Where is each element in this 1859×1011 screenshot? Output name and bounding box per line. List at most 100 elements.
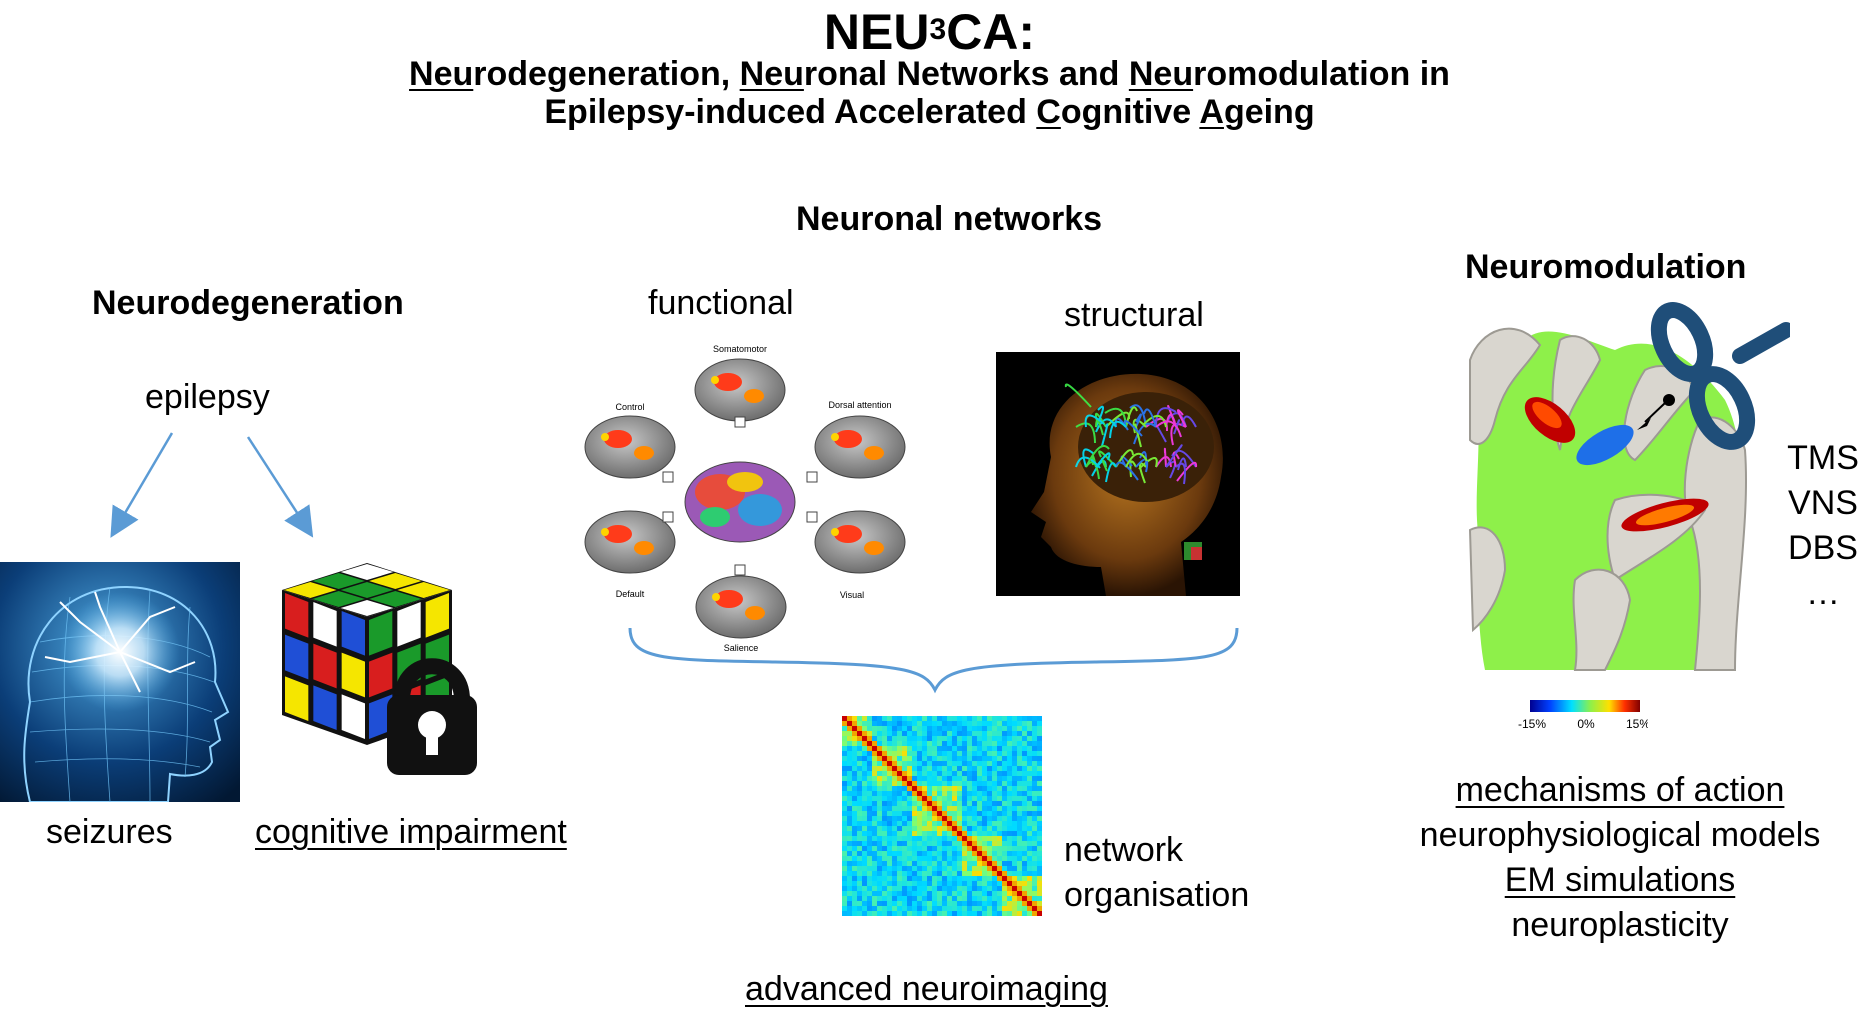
matrix-cell (947, 766, 953, 772)
matrix-cell (842, 751, 848, 757)
matrix-cell (1022, 876, 1028, 882)
matrix-cell (852, 896, 858, 902)
matrix-cell (922, 901, 928, 907)
matrix-cell (992, 831, 998, 837)
neuromodulation-topic-3: neuroplasticity (1511, 906, 1729, 944)
matrix-cell (937, 751, 943, 757)
matrix-cell (942, 771, 948, 777)
matrix-cell (922, 761, 928, 767)
matrix-cell (842, 801, 848, 807)
matrix-cell (877, 716, 883, 722)
matrix-cell (892, 826, 898, 832)
matrix-cell (987, 846, 993, 852)
matrix-cell (957, 721, 963, 727)
matrix-cell (862, 786, 868, 792)
scale-mid: 0% (1577, 717, 1595, 731)
matrix-cell (1037, 851, 1042, 857)
matrix-cell (952, 911, 958, 916)
matrix-cell (957, 866, 963, 872)
matrix-cell (987, 756, 993, 762)
matrix-cell (982, 741, 988, 747)
matrix-cell (992, 836, 998, 842)
matrix-cell (917, 766, 923, 772)
matrix-cell (962, 811, 968, 817)
matrix-cell (882, 841, 888, 847)
matrix-cell (987, 811, 993, 817)
matrix-cell (967, 816, 973, 822)
matrix-cell (917, 776, 923, 782)
matrix-cell (877, 786, 883, 792)
matrix-cell (957, 801, 963, 807)
matrix-cell (842, 851, 848, 857)
matrix-cell (842, 761, 848, 767)
matrix-cell (937, 756, 943, 762)
matrix-cell (847, 816, 853, 822)
matrix-cell (947, 881, 953, 887)
matrix-cell (872, 861, 878, 867)
matrix-cell (922, 856, 928, 862)
matrix-cell (842, 846, 848, 852)
rsn-label-somatomotor: Somatomotor (713, 344, 767, 354)
matrix-cell (967, 876, 973, 882)
matrix-cell (847, 731, 853, 737)
matrix-cell (937, 876, 943, 882)
matrix-cell (877, 911, 883, 916)
matrix-cell (862, 721, 868, 727)
matrix-cell (887, 906, 893, 912)
matrix-cell (847, 861, 853, 867)
fiber-tract (1123, 420, 1143, 437)
neuromodulation-topic-2[interactable]: EM simulations (1504, 861, 1736, 899)
neuromodulation-topic-0[interactable]: mechanisms of action (1455, 771, 1785, 809)
advanced-neuroimaging-link[interactable]: advanced neuroimaging (745, 970, 1108, 1008)
matrix-cell (932, 776, 938, 782)
matrix-cell (962, 791, 968, 797)
matrix-cell (1007, 786, 1013, 792)
matrix-cell (862, 741, 868, 747)
matrix-cell (982, 731, 988, 737)
matrix-cell (1002, 756, 1008, 762)
matrix-cell (987, 901, 993, 907)
matrix-cell (997, 856, 1003, 862)
epilepsy-arrows (110, 432, 314, 538)
matrix-cell (892, 736, 898, 742)
matrix-cell (942, 891, 948, 897)
matrix-cell (922, 721, 928, 727)
matrix-cell (947, 886, 953, 892)
matrix-cell (937, 736, 943, 742)
matrix-cell (1027, 861, 1033, 867)
matrix-cell (907, 761, 913, 767)
matrix-cell (887, 726, 893, 732)
matrix-cell (1017, 856, 1023, 862)
matrix-cell (1017, 826, 1023, 832)
matrix-cell (1012, 816, 1018, 822)
matrix-cell (1002, 896, 1008, 902)
cognitive-impairment-link[interactable]: cognitive impairment (255, 813, 567, 851)
matrix-cell (957, 731, 963, 737)
matrix-cell (907, 906, 913, 912)
matrix-cell (847, 756, 853, 762)
matrix-cell (1007, 851, 1013, 857)
matrix-cell (1027, 821, 1033, 827)
fiber-tract (1105, 462, 1117, 483)
matrix-cell (1037, 761, 1042, 767)
matrix-cell (992, 856, 998, 862)
matrix-cell (842, 796, 848, 802)
matrix-cell (962, 736, 968, 742)
method-vns: VNS (1788, 484, 1858, 522)
matrix-cell (1037, 826, 1042, 832)
matrix-cell (862, 776, 868, 782)
matrix-cell (997, 896, 1003, 902)
matrix-cell (867, 791, 873, 797)
matrix-cell (907, 811, 913, 817)
matrix-cell (1017, 876, 1023, 882)
matrix-cell (897, 796, 903, 802)
matrix-cell (912, 721, 918, 727)
matrix-cell (1032, 791, 1038, 797)
matrix-cell (1007, 781, 1013, 787)
matrix-cell (867, 731, 873, 737)
matrix-cell (852, 886, 858, 892)
subtitle-line-1-segment: Neu (1128, 55, 1194, 93)
matrix-cell (872, 876, 878, 882)
matrix-cell (897, 776, 903, 782)
matrix-cell (987, 881, 993, 887)
